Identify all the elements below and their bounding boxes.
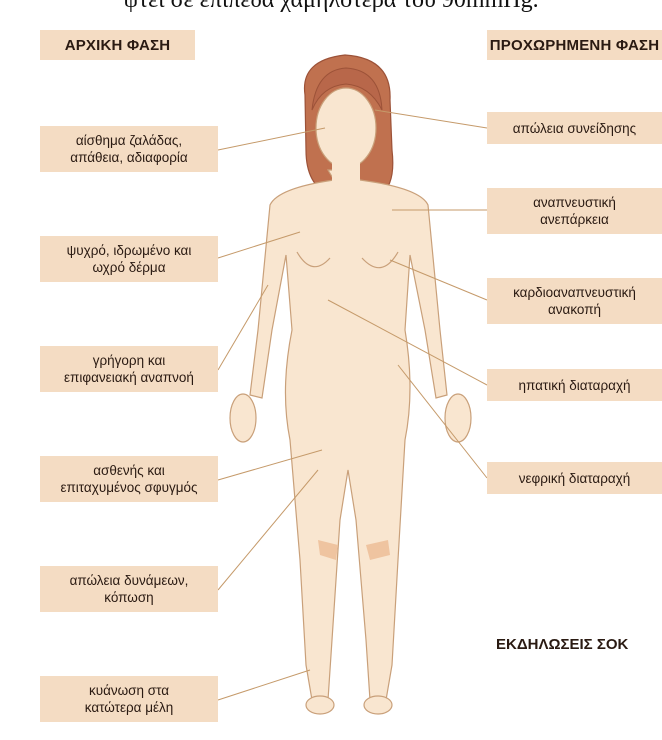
leader-consciousness bbox=[375, 110, 487, 128]
right-foot bbox=[364, 696, 392, 714]
label-dizziness: αίσθημα ζαλάδας,απάθεια, αδιαφορία bbox=[40, 126, 218, 172]
label-line: ασθενής και bbox=[60, 462, 197, 479]
left-hand bbox=[230, 394, 256, 442]
label-renal-disorder: νεφρική διαταραχή bbox=[487, 462, 662, 494]
leader-cyanosis bbox=[218, 670, 310, 700]
label-line: ηπατική διαταραχή bbox=[518, 377, 630, 394]
label-hepatic-disorder: ηπατική διαταραχή bbox=[487, 369, 662, 401]
label-line: κυάνωση στα bbox=[85, 682, 174, 699]
label-line: γρήγορη και bbox=[64, 352, 194, 369]
label-line: κόπωση bbox=[70, 589, 189, 606]
knees-shading bbox=[318, 540, 390, 560]
label-line: καρδιοαναπνευστική bbox=[513, 284, 636, 301]
label-line: ωχρό δέρμα bbox=[67, 259, 192, 276]
label-line: κατώτερα μέλη bbox=[85, 699, 174, 716]
torso bbox=[250, 170, 447, 700]
right-hand bbox=[445, 394, 471, 442]
label-line: ψυχρό, ιδρωμένο και bbox=[67, 242, 192, 259]
label-line: ανακοπή bbox=[513, 301, 636, 318]
human-figure bbox=[230, 55, 471, 714]
label-line: νεφρική διαταραχή bbox=[519, 470, 631, 487]
face bbox=[316, 88, 376, 168]
label-line: ανεπάρκεια bbox=[533, 211, 616, 228]
label-line: απώλεια δυνάμεων, bbox=[70, 572, 189, 589]
label-line: επιταχυμένος σφυγμός bbox=[60, 479, 197, 496]
label-loss-consciousness: απώλεια συνείδησης bbox=[487, 112, 662, 144]
label-line: αναπνευστική bbox=[533, 194, 616, 211]
label-line: αίσθημα ζαλάδας, bbox=[70, 132, 187, 149]
label-line: απάθεια, αδιαφορία bbox=[70, 149, 187, 166]
left-foot bbox=[306, 696, 334, 714]
label-fatigue: απώλεια δυνάμεων,κόπωση bbox=[40, 566, 218, 612]
label-line: επιφανειακή αναπνοή bbox=[64, 369, 194, 386]
neck bbox=[332, 160, 360, 184]
label-line: απώλεια συνείδησης bbox=[513, 120, 636, 137]
diagram-title: ΕΚΔΗΛΩΣΕΙΣ ΣΟΚ bbox=[496, 636, 662, 653]
